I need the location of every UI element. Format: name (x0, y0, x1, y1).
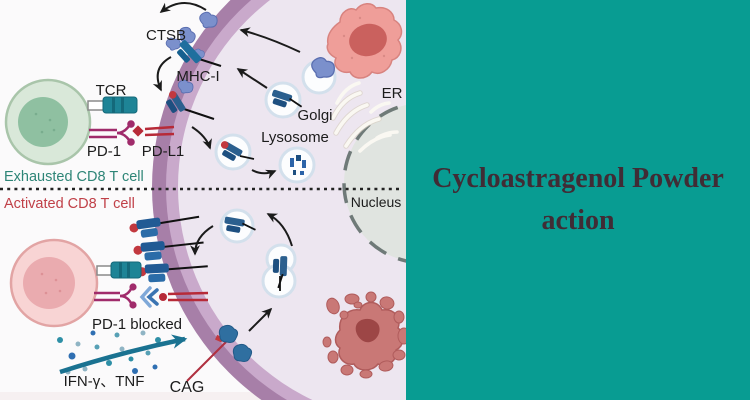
label-tcr: TCR (96, 82, 127, 99)
label-pd1-blocked: PD-1 blocked (92, 316, 182, 333)
tcr-receptor-activated (96, 261, 142, 279)
anti-pd1-antibody (139, 286, 159, 308)
label-pdl1: PD-L1 (142, 143, 185, 160)
label-mhc1: MHC-I (176, 68, 219, 85)
cag-compound (186, 324, 253, 382)
pd1-receptor-activated (94, 283, 137, 309)
tumor-cell-top (326, 3, 403, 79)
label-nucleus: Nucleus (351, 194, 402, 210)
lysosome-vesicle (278, 146, 316, 184)
bottom-strip (0, 392, 406, 400)
tcr-receptor-exhausted (87, 96, 138, 114)
pdl1-ligand-activated (159, 291, 209, 302)
cell-diagram: CTSB MHC-I TCR PD-1 PD-L1 Golgi Lysosome… (0, 0, 676, 405)
label-cytokines: IFN-γ、TNF (64, 373, 145, 390)
label-activated-cd8: Activated CD8 T cell (4, 196, 135, 212)
endocytic-vesicle (214, 133, 255, 171)
ctsb-membrane-receptor (177, 40, 222, 67)
cytokine-dots (57, 330, 161, 375)
mhc1-membrane-receptor (162, 79, 215, 120)
label-er: ER (382, 85, 403, 102)
trafficking-arrows (59, 2, 301, 375)
label-cag: CAG (170, 379, 205, 396)
golgi-vesicle (264, 81, 305, 119)
recycling-vesicle (219, 208, 258, 244)
label-pd1: PD-1 (87, 143, 121, 160)
diagram-panel: CTSB MHC-I TCR PD-1 PD-L1 Golgi Lysosome… (0, 0, 676, 405)
er-organelle (330, 81, 399, 153)
cargo-vesicle (301, 57, 337, 95)
page-title: Cycloastragenol Powder action (432, 163, 724, 236)
exhausted-t-cell (4, 78, 92, 166)
label-lysosome: Lysosome (261, 129, 329, 146)
title-panel: Cycloastragenol Powder action (406, 0, 750, 400)
pd1-receptor-exhausted (89, 120, 135, 146)
activated-t-cell (9, 238, 99, 328)
budding-vesicle (261, 243, 297, 299)
apoptotic-cell (322, 291, 411, 379)
cytokine-arrow (59, 334, 188, 375)
label-golgi: Golgi (297, 107, 332, 124)
label-exhausted-cd8: Exhausted CD8 T cell (4, 169, 144, 185)
label-ctsb: CTSB (146, 27, 186, 44)
